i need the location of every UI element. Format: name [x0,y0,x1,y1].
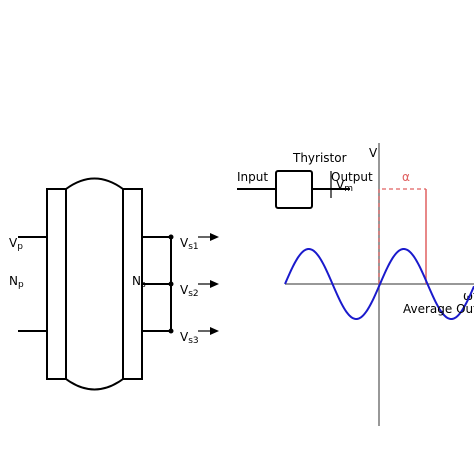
x-axis-label: ωt [463,289,474,303]
sine-wave [284,247,474,321]
output-arrow-2 [198,280,219,288]
thyristor-body [275,170,313,209]
tap-node-3 [168,328,174,334]
output-label-3: Vs3 [180,330,199,346]
output-label-1: Vs1 [180,236,199,252]
thyristor-title: Thyristor [292,151,347,165]
output-label-2: Vs2 [180,283,199,299]
primary-winding [46,188,67,380]
transformer-core [65,177,124,391]
output-arrow-3 [198,327,219,335]
primary-voltage-label: Vp [9,236,23,252]
primary-turns-label: Np [9,274,24,290]
firing-angle-label: α [402,170,410,184]
thyristor-output-label: Output [331,170,373,184]
average-output-label: Average Output [403,302,474,316]
waveform-plot: V ωt α Average Output [284,143,474,426]
output-arrow-1 [198,233,219,241]
y-axis-label: V [369,146,378,160]
firing-dashed-line [378,188,426,284]
secondary-turns-label: Ns [132,274,146,290]
thyristor-gate-label: Vm [336,178,353,194]
transformer: Vp Np Ns Vs1 Vs2 Vs3 [9,177,219,391]
tap-node-1 [168,234,174,240]
thyristor-input-label: Input [237,170,268,184]
thyristor: Thyristor Input Output Vm [237,151,373,209]
tap-node-2 [168,281,174,287]
